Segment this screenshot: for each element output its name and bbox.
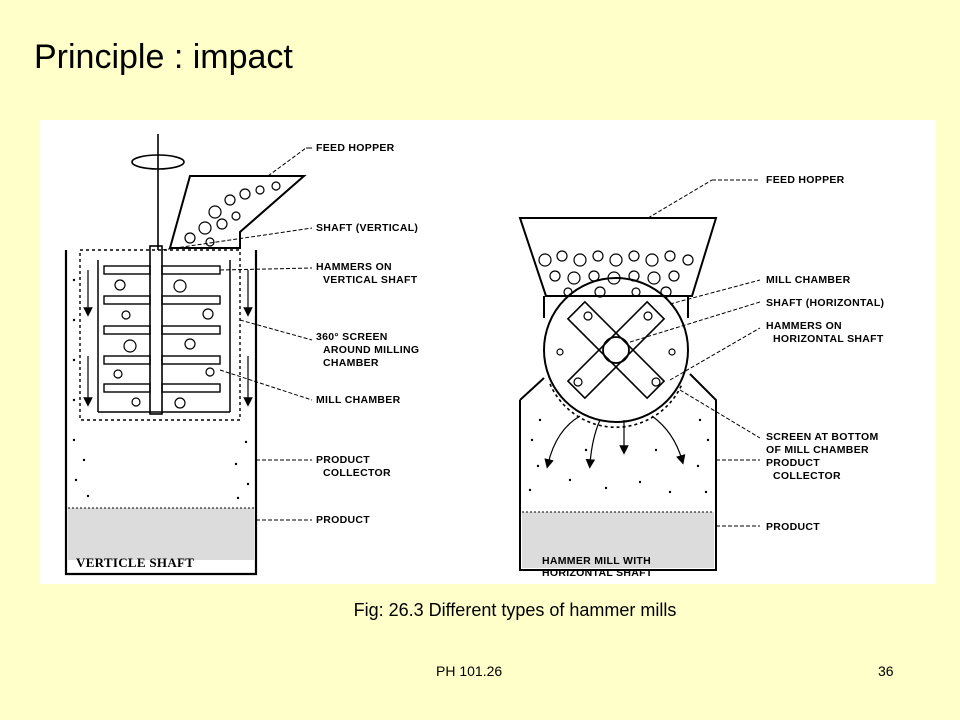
right-product-bed — [522, 512, 714, 568]
label-product-collector-right-2: COLLECTOR — [773, 470, 841, 482]
label-hammer-mill-horizontal-1: HAMMER MILL WITH — [542, 555, 651, 567]
right-hammers — [566, 300, 666, 400]
label-product-right: PRODUCT — [766, 521, 820, 533]
slide-title: Principle : impact — [34, 38, 293, 76]
label-feed-hopper-left: FEED HOPPER — [316, 142, 395, 154]
footer-course-code: PH 101.26 — [436, 663, 503, 679]
right-particles — [538, 250, 694, 387]
label-mill-chamber-right: MILL CHAMBER — [766, 274, 851, 286]
left-dust — [72, 278, 250, 500]
right-leader-lines — [629, 179, 761, 527]
left-360-screen — [79, 249, 241, 421]
label-shaft-vertical: SHAFT (VERTICAL) — [316, 222, 418, 234]
right-mill-chamber — [543, 277, 689, 423]
left-particles — [113, 181, 281, 409]
right-product-collector — [519, 373, 717, 571]
label-product-left: PRODUCT — [316, 514, 370, 526]
horizontal-shaft-mill — [518, 217, 718, 571]
label-verticle-shaft: VERTICLE SHAFT — [76, 555, 194, 570]
right-shaft-horizontal — [602, 336, 630, 364]
label-screen-360-2: AROUND MILLING — [323, 344, 419, 356]
label-hammers-vertical-1: HAMMERS ON — [316, 261, 392, 273]
left-product-bed — [68, 508, 254, 560]
label-screen-bottom-2: OF MILL CHAMBER — [766, 444, 869, 456]
figure-caption: Fig: 26.3 Different types of hammer mill… — [353, 600, 677, 620]
hammer-mill-diagram: FEED HOPPER SHAFT (VERTICAL) HAMMERS ON … — [64, 134, 884, 579]
label-screen-360-3: CHAMBER — [323, 357, 379, 369]
label-product-collector-left-1: PRODUCT — [316, 454, 370, 466]
label-product-collector-left-2: COLLECTOR — [323, 467, 391, 479]
label-product-collector-right-1: PRODUCT — [766, 457, 820, 469]
left-hammers — [103, 265, 221, 393]
label-hammers-horizontal-1: HAMMERS ON — [766, 320, 842, 332]
label-screen-360-1: 360° SCREEN — [316, 331, 388, 343]
label-hammers-horizontal-2: HORIZONTAL SHAFT — [773, 333, 884, 345]
left-leader-lines — [161, 147, 313, 521]
label-mill-chamber-left: MILL CHAMBER — [316, 394, 401, 406]
label-screen-bottom-1: SCREEN AT BOTTOM — [766, 431, 879, 443]
label-hammers-vertical-2: VERTICAL SHAFT — [323, 274, 418, 286]
left-product-collector — [64, 250, 258, 576]
right-dust — [528, 418, 710, 494]
vertical-shaft-mill — [64, 134, 307, 576]
label-feed-hopper-right: FEED HOPPER — [766, 174, 845, 186]
hammer-mill-figure: FEED HOPPER SHAFT (VERTICAL) HAMMERS ON … — [40, 120, 936, 584]
page-number: 36 — [878, 663, 894, 679]
label-hammer-mill-horizontal-2: HORIZONTAL SHAFT — [542, 567, 653, 579]
label-shaft-horizontal: SHAFT (HORIZONTAL) — [766, 297, 884, 309]
left-shaft-body — [149, 245, 163, 415]
right-feed-hopper — [518, 217, 718, 297]
left-feed-hopper — [168, 175, 307, 249]
